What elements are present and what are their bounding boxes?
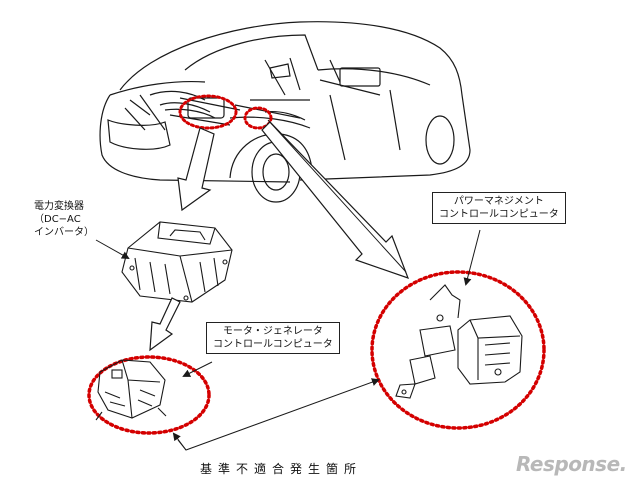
mg-controller-illustration xyxy=(95,359,167,421)
car-illustration xyxy=(99,21,471,203)
inverter-label-line2: （DC−AC xyxy=(34,214,81,225)
inverter-label: 電力変換器 （DC−AC インバータ） xyxy=(34,200,94,239)
power-management-label-line1: パワーマネジメント xyxy=(453,196,544,207)
arrow-to-mg-controller xyxy=(149,297,181,352)
car-highlight-inverter xyxy=(178,94,238,130)
response-logo: Response. xyxy=(516,452,627,476)
arrow-to-inverter xyxy=(177,127,215,212)
power-management-illustration xyxy=(395,284,523,399)
mg-controller-label-line1: モータ・ジェネレータ xyxy=(222,326,323,337)
mg-controller-label: モータ・ジェネレータ コントロールコンピュータ xyxy=(206,322,340,354)
inverter-label-line1: 電力変換器 xyxy=(34,201,84,212)
inverter-illustration xyxy=(121,221,233,303)
power-management-label-line2: コントロールコンピュータ xyxy=(439,209,559,220)
inverter-label-line3: インバータ） xyxy=(34,227,94,238)
non-conformity-caption: 基準不適合発生箇所 xyxy=(200,462,363,476)
mg-controller-highlight xyxy=(87,355,211,435)
power-management-label: パワーマネジメント コントロールコンピュータ xyxy=(432,192,566,224)
car-highlight-controller xyxy=(243,106,273,130)
mg-controller-label-line2: コントロールコンピュータ xyxy=(213,339,333,350)
power-management-highlight xyxy=(370,270,546,430)
arrow-to-power-management xyxy=(261,121,410,279)
